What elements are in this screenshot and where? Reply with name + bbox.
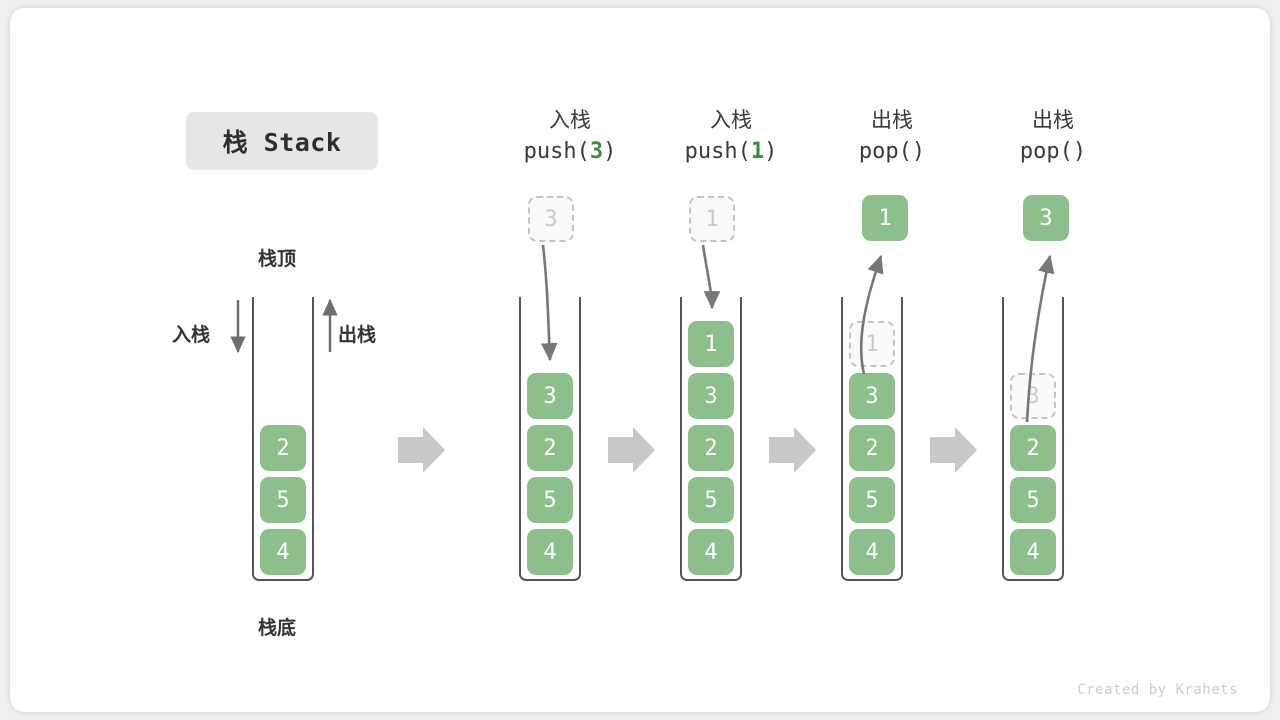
stack-container-3 — [1002, 297, 1064, 581]
stack-top-label: 栈顶 — [258, 249, 297, 270]
code-suffix: ) — [764, 139, 778, 164]
column-header-0: 入栈 push(3) — [490, 106, 650, 168]
code-suffix: ) — [911, 139, 926, 164]
column-header-2-code: pop() — [812, 136, 972, 168]
column-header-0-code: push(3) — [490, 136, 650, 168]
stack-container-initial — [252, 297, 314, 581]
push-direction-label: 入栈 — [172, 325, 211, 346]
code-prefix: pop( — [1019, 139, 1073, 164]
footer-credit: Created by Krahets — [1077, 682, 1238, 698]
column-header-0-cn: 入栈 — [549, 109, 591, 132]
column-header-2-cn: 出栈 — [871, 109, 913, 132]
code-prefix: pop( — [858, 139, 912, 164]
stack-container-0 — [519, 297, 581, 581]
column-header-1-code: push(1) — [651, 136, 811, 168]
title-badge: 栈 Stack — [186, 112, 378, 170]
code-suffix: ) — [603, 139, 617, 164]
code-arg: 1 — [750, 139, 765, 164]
column-header-3: 出栈 pop() — [973, 106, 1133, 168]
column-header-2: 出栈 pop() — [812, 106, 972, 168]
pop-direction-label: 出栈 — [338, 325, 377, 346]
code-suffix: ) — [1072, 139, 1087, 164]
stack-container-1 — [680, 297, 742, 581]
column-header-1: 入栈 push(1) — [651, 106, 811, 168]
column-header-1-cn: 入栈 — [710, 109, 752, 132]
code-arg: 3 — [589, 139, 604, 164]
code-prefix: push( — [523, 139, 590, 164]
stack-bottom-label: 栈底 — [258, 618, 297, 639]
code-prefix: push( — [684, 139, 751, 164]
column-header-3-cn: 出栈 — [1032, 109, 1074, 132]
column-header-3-code: pop() — [973, 136, 1133, 168]
stack-container-2 — [841, 297, 903, 581]
